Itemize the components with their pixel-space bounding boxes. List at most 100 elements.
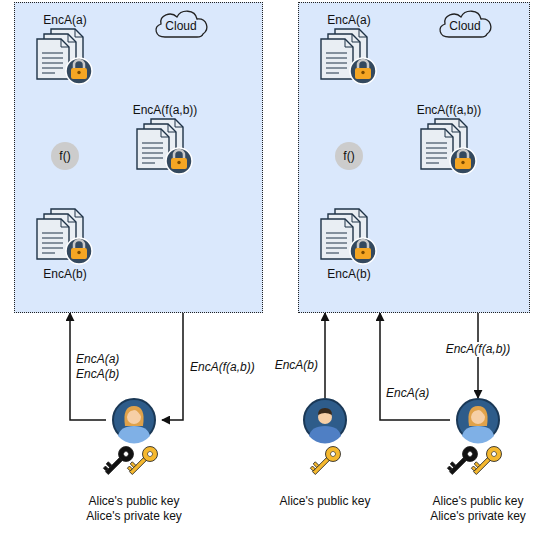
text-line: [42, 53, 63, 54]
edge-label: EncA(f(a,b)): [444, 342, 513, 357]
page-fold: [452, 124, 460, 132]
key-icon: [470, 443, 505, 478]
page-fold: [68, 214, 76, 222]
edge-label: EncA(a) EncA(b): [76, 352, 119, 382]
user-avatar: Alice's public key: [297, 398, 353, 482]
page-fold: [75, 209, 83, 217]
keyhole: [177, 161, 180, 164]
text-line: [142, 153, 163, 154]
text-line: [426, 163, 439, 164]
key-label: Alice's private key: [86, 509, 182, 523]
document-icon: [319, 29, 379, 85]
document-label: EncA(f(a,b)): [133, 103, 198, 117]
avatar-fringe: [471, 409, 485, 416]
user-avatar: Alice's public keyAlice's private key: [106, 398, 162, 482]
text-line: [326, 58, 347, 59]
text-line: [42, 68, 63, 69]
page-fold: [61, 219, 69, 227]
text-line: [326, 63, 347, 64]
key-icon: [126, 443, 161, 478]
page-fold: [345, 219, 353, 227]
page-fold: [445, 129, 453, 137]
avatar-body: [309, 426, 341, 443]
text-line: [426, 158, 447, 159]
user-avatar: Alice's public keyAlice's private key: [450, 398, 506, 482]
text-line: [42, 248, 63, 249]
key-icon: [309, 443, 344, 478]
icon-part: [322, 443, 343, 464]
encrypted-document: EncA(f(a,b)): [135, 119, 195, 175]
connector-arrow: [162, 313, 183, 420]
page-fold: [75, 29, 83, 37]
icon-part: [329, 450, 336, 457]
document-label: EncA(f(a,b)): [417, 103, 482, 117]
document-icon: [35, 209, 95, 265]
person-icon: [450, 398, 506, 482]
lock-shackle: [458, 150, 468, 159]
text-line: [326, 53, 347, 54]
lock-badge: [166, 148, 192, 174]
lock-shackle: [174, 150, 184, 159]
edge-label: EncA(a): [386, 386, 429, 401]
person-icon: [297, 398, 353, 482]
avatar-fringe: [127, 409, 141, 416]
icon-part: [447, 466, 452, 471]
encrypted-document: EncA(a): [35, 29, 95, 85]
icon-part: [474, 462, 480, 468]
function-label: f(): [59, 149, 70, 163]
avatar-head: [127, 410, 141, 424]
lock-badge: [66, 58, 92, 84]
lock-badge: [350, 58, 376, 84]
keyhole: [361, 71, 364, 74]
text-line: [326, 233, 347, 234]
cloud-region: CloudEncA(a)f()EncA(f(a,b))EncA(b): [298, 2, 530, 313]
document-page: [421, 129, 453, 169]
function-label: f(): [343, 149, 354, 163]
document-label: EncA(a): [43, 13, 86, 27]
text-line: [326, 238, 347, 239]
text-line: [42, 253, 55, 254]
keyhole: [461, 161, 464, 164]
avatar-hair: [468, 406, 487, 426]
lock-body: [355, 68, 371, 79]
keyhole: [361, 251, 364, 254]
text-line: [42, 238, 63, 239]
lock-body: [455, 158, 471, 169]
text-line: [142, 163, 155, 164]
page-fold: [161, 129, 169, 137]
avatar-head: [471, 410, 485, 424]
icon-part: [459, 443, 480, 464]
encrypted-document: EncA(f(a,b)): [419, 119, 479, 175]
document-icon: [35, 29, 95, 85]
icon-part: [103, 466, 108, 471]
text-line: [326, 243, 347, 244]
lock-badge: [450, 148, 476, 174]
page-fold: [359, 29, 367, 37]
text-line: [426, 148, 447, 149]
lock-body: [71, 68, 87, 79]
page-fold: [175, 119, 183, 127]
text-line: [326, 68, 347, 69]
lock-shackle: [74, 240, 84, 249]
key-label: Alice's public key: [433, 494, 524, 508]
connector-arrow: [380, 313, 450, 420]
key-label: Alice's private key: [430, 509, 526, 523]
icon-part: [483, 443, 504, 464]
encrypted-document: EncA(b): [35, 209, 95, 265]
icon-part: [115, 443, 136, 464]
document-page: [37, 219, 69, 259]
lock-body: [71, 248, 87, 259]
icon-part: [471, 466, 476, 471]
document-label: EncA(a): [327, 13, 370, 27]
encrypted-document: EncA(b): [319, 209, 379, 265]
document-icon: [135, 119, 195, 175]
document-icon: [319, 209, 379, 265]
document-page: [321, 39, 353, 79]
text-line: [326, 73, 339, 74]
person-icon: [106, 398, 162, 482]
icon-part: [146, 450, 153, 457]
text-line: [426, 153, 447, 154]
text-line: [42, 73, 55, 74]
cloud-shape: Cloud: [151, 7, 211, 39]
text-line: [426, 143, 447, 144]
